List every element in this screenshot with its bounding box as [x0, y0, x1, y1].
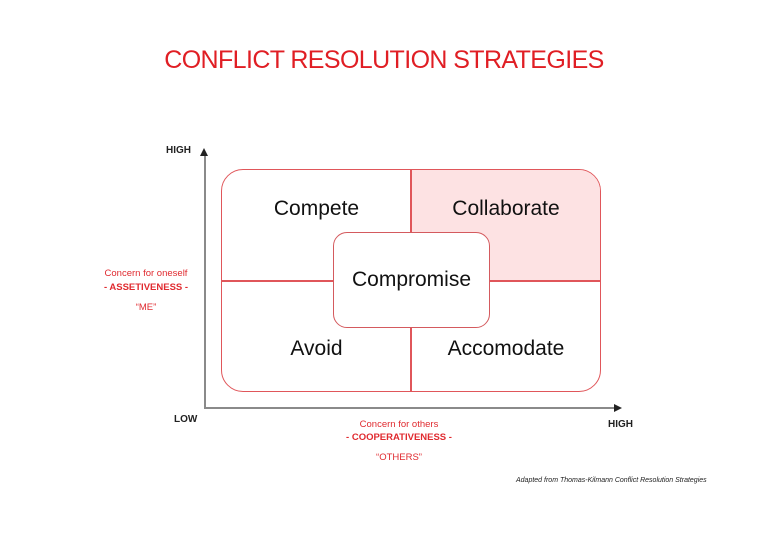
quadrant-compete: Compete	[222, 170, 411, 281]
y-axis-arrow-icon	[200, 148, 208, 156]
x-axis-desc-line1: Concern for others	[359, 419, 439, 430]
x-axis-desc-line3: “OTHERS”	[376, 452, 422, 463]
compromise-box: Compromise	[333, 232, 490, 328]
y-axis-line	[204, 152, 206, 409]
x-axis-arrow-icon	[614, 403, 622, 412]
quadrant-avoid: Avoid	[222, 281, 411, 391]
y-axis-desc-line2: - ASSETIVENESS -	[103, 282, 189, 293]
quadrant-avoid-label: Avoid	[290, 337, 343, 360]
y-axis-high-label: HIGH	[166, 145, 191, 156]
page-title: CONFLICT RESOLUTION STRATEGIES	[164, 46, 604, 74]
x-axis-line	[204, 407, 616, 409]
x-axis-high-label: HIGH	[608, 419, 633, 430]
quadrant-accomodate-label: Accomodate	[447, 337, 565, 360]
axis-low-label: LOW	[174, 414, 198, 425]
x-axis-description: Concern for others - COOPERATIVENESS - “…	[340, 419, 458, 463]
y-axis-desc-line1: Concern for oneself	[104, 268, 188, 279]
quadrant-accomodate: Accomodate	[411, 281, 600, 391]
y-axis-description: Concern for oneself - ASSETIVENESS - “ME…	[90, 268, 202, 313]
source-credit: Adapted from Thomas-Kilmann Conflict Res…	[516, 477, 707, 484]
quadrant-collaborate-label: Collaborate	[452, 197, 560, 220]
compromise-label: Compromise	[351, 268, 472, 291]
x-axis-desc-line2: - COOPERATIVENESS -	[346, 432, 452, 443]
quadrant-compete-label: Compete	[273, 197, 360, 220]
y-axis-desc-line3: “ME”	[135, 302, 157, 313]
